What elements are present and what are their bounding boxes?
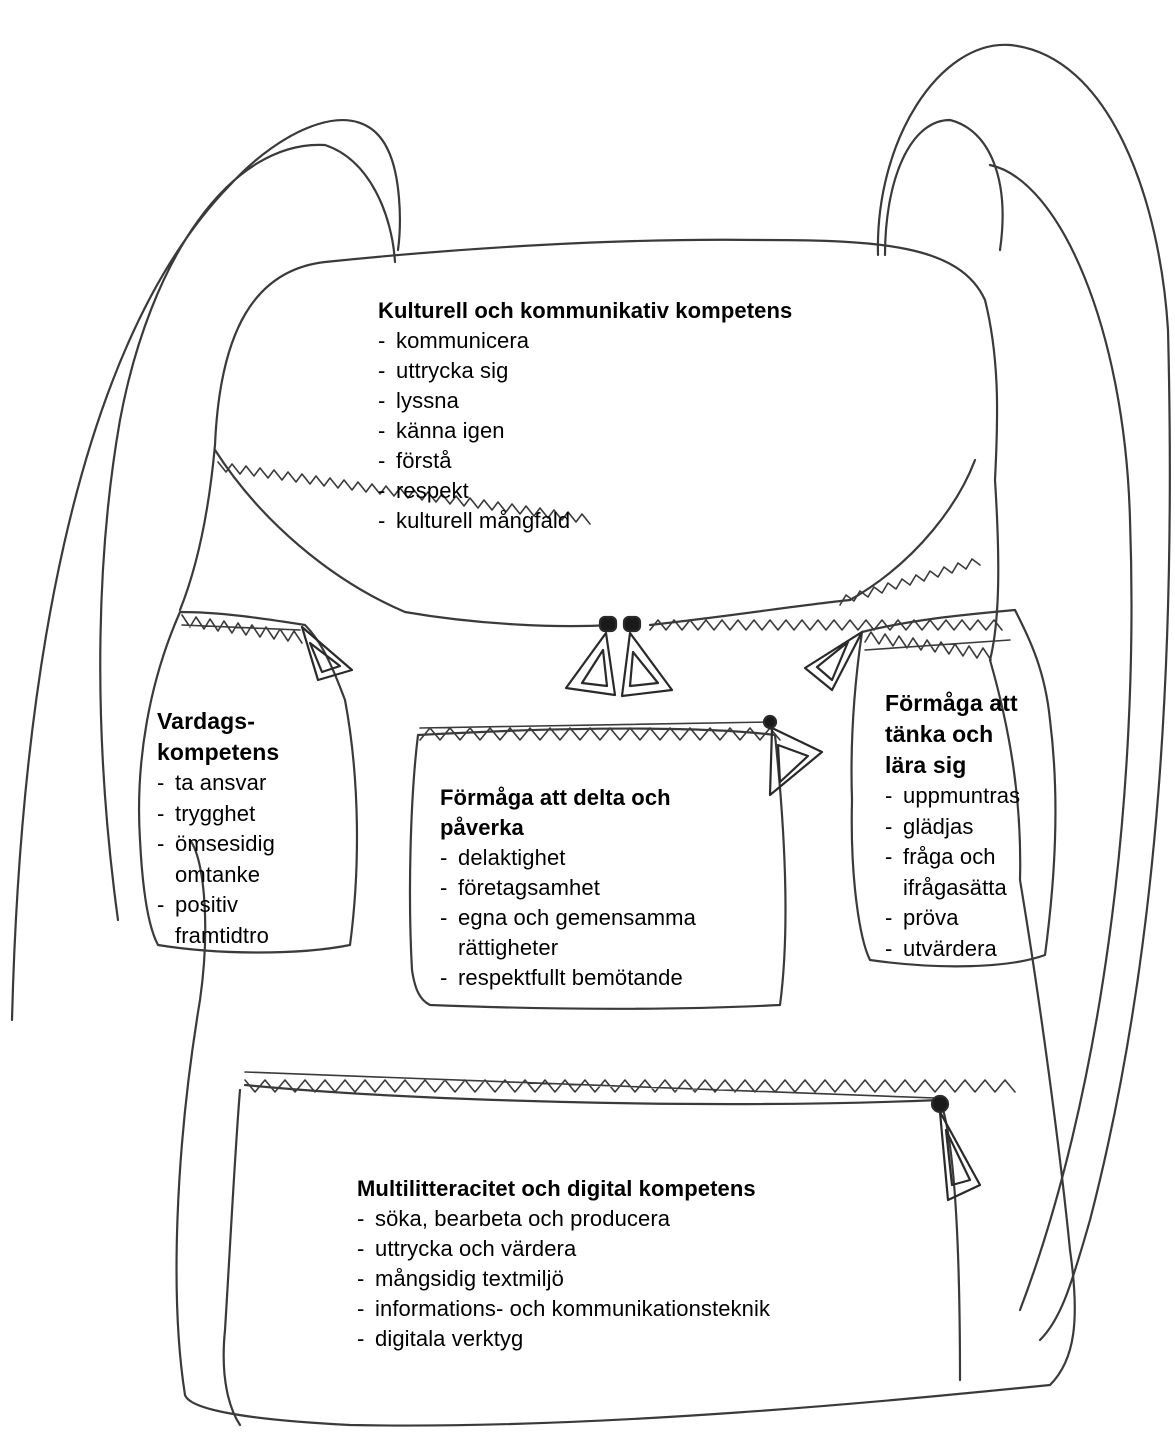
left-pocket-text: Vardags- kompetens ta ansvar trygghet öm…: [157, 706, 327, 951]
right-pocket-heading-line: tänka och: [885, 719, 1060, 750]
top-pocket-heading: Kulturell och kommunikativ kompetens: [378, 296, 898, 326]
top-zipper-tab-right: [622, 633, 672, 696]
middle-pocket-text: Förmåga att delta och påverka delaktighe…: [440, 783, 780, 993]
bottom-zipper-tab: [940, 1112, 980, 1200]
top-pocket-list: kommunicera uttrycka sig lyssna känna ig…: [378, 326, 898, 536]
list-item: informations- och kommunikationsteknik: [357, 1294, 877, 1324]
left-pocket-zigzag: [182, 615, 302, 643]
middle-pocket-list: delaktighet företagsamhet egna och gemen…: [440, 843, 780, 993]
list-item: ta ansvar: [157, 768, 327, 799]
top-zipper-tab-left: [566, 633, 615, 695]
list-item: söka, bearbeta och producera: [357, 1204, 877, 1234]
list-item: uppmuntras: [885, 781, 1060, 812]
list-item: respektfullt bemötande: [440, 963, 780, 993]
list-item: lyssna: [378, 386, 898, 416]
list-item: egna och gemensamma rättigheter: [440, 903, 758, 963]
top-pocket-text: Kulturell och kommunikativ kompetens kom…: [378, 296, 898, 536]
right-pocket-list: uppmuntras glädjas fråga och ifrågasätta…: [885, 781, 1060, 964]
top-zipper-knob-left: [600, 617, 616, 631]
list-item: kommunicera: [378, 326, 898, 356]
list-item: pröva: [885, 903, 1060, 934]
list-item: digitala verktyg: [357, 1324, 877, 1354]
top-flap-zigzag-right: [840, 559, 980, 605]
left-pocket-heading-line: Vardags-: [157, 706, 327, 737]
middle-pocket-heading-line: påverka: [440, 813, 780, 843]
right-pocket-heading-line: Förmåga att: [885, 688, 1060, 719]
left-pocket-list: ta ansvar trygghet ömsesidig omtanke pos…: [157, 768, 327, 951]
middle-pocket-heading-line: Förmåga att delta och: [440, 783, 780, 813]
right-zipper-tab: [805, 632, 862, 690]
middle-zipper-knob: [764, 716, 776, 728]
bottom-zipper-knob: [932, 1096, 948, 1112]
list-item: förstå: [378, 446, 898, 476]
right-pocket-zigzag: [865, 632, 1010, 660]
bottom-pocket-list: söka, bearbeta och producera uttrycka oc…: [357, 1204, 877, 1354]
list-item: delaktighet: [440, 843, 780, 873]
list-item: positiv framtidtro: [157, 890, 315, 951]
right-pocket-text: Förmåga att tänka och lära sig uppmuntra…: [885, 688, 1060, 964]
left-pocket-heading-line: kompetens: [157, 737, 327, 768]
list-item: ömsesidig omtanke: [157, 829, 315, 890]
list-item: fråga och ifrågasätta: [885, 842, 1043, 903]
left-zipper-tab: [302, 627, 352, 680]
list-item: uttrycka och värdera: [357, 1234, 877, 1264]
list-item: känna igen: [378, 416, 898, 446]
list-item: företagsamhet: [440, 873, 780, 903]
top-zipper-knob-right: [624, 617, 640, 631]
list-item: respekt: [378, 476, 898, 506]
list-item: trygghet: [157, 799, 327, 830]
list-item: glädjas: [885, 812, 1060, 843]
bottom-pocket-heading: Multilitteracitet och digital kompetens: [357, 1174, 877, 1204]
right-pocket-heading-line: lära sig: [885, 750, 1060, 781]
list-item: utvärdera: [885, 934, 1060, 965]
list-item: mångsidig textmiljö: [357, 1264, 877, 1294]
list-item: kulturell mångfald: [378, 506, 898, 536]
bottom-pocket-text: Multilitteracitet och digital kompetens …: [357, 1174, 877, 1354]
list-item: uttrycka sig: [378, 356, 898, 386]
top-zipper-pulls: [566, 617, 672, 696]
